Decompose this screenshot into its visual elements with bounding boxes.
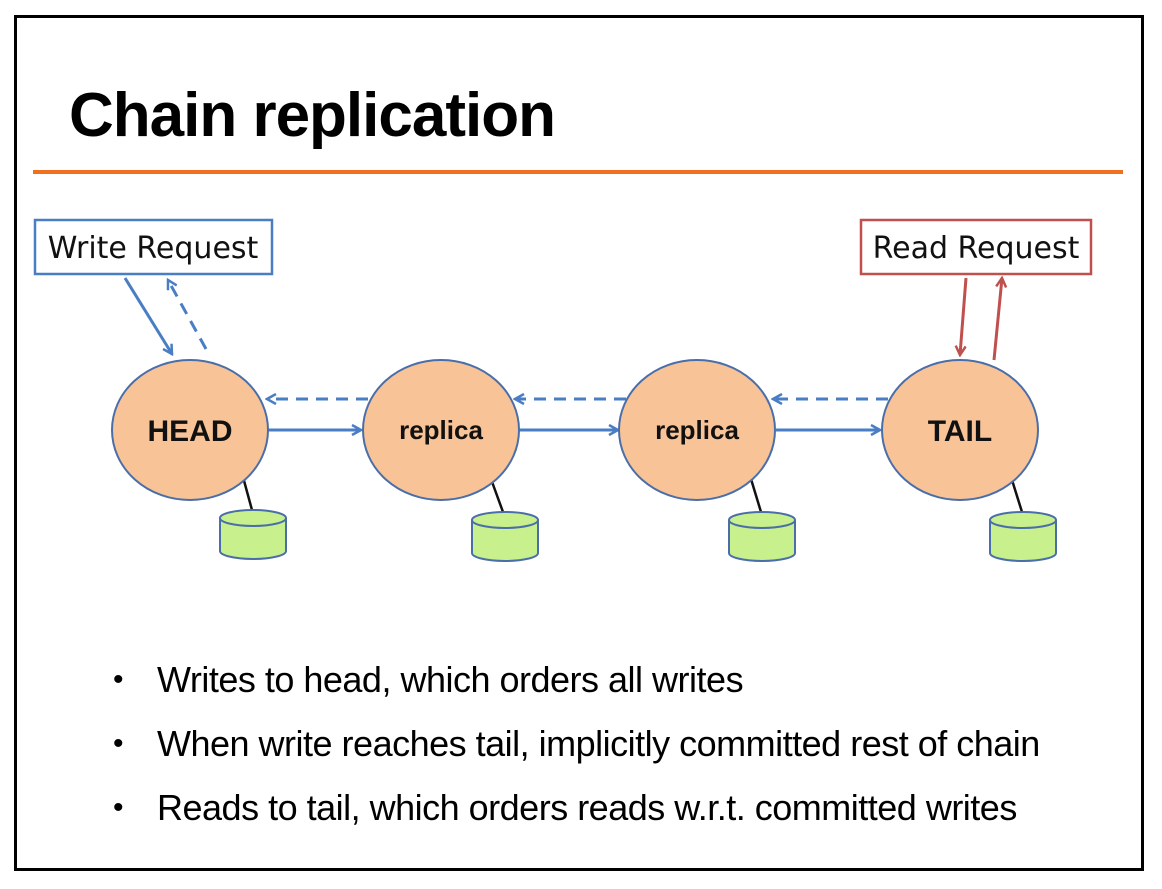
bullet-item: Reads to tail, which orders reads w.r.t.… xyxy=(113,776,1040,840)
database-icon xyxy=(471,511,539,562)
read-reply-arrow xyxy=(992,278,1002,361)
tail-node-label: TAIL xyxy=(928,415,992,448)
db-connector xyxy=(489,478,505,513)
replica-node-1: replica xyxy=(362,359,520,501)
read-request-arrow xyxy=(960,277,968,355)
database-icon xyxy=(219,509,287,560)
bullet-list: Writes to head, which orders all writes … xyxy=(113,648,1040,840)
write-request-box: Write Request xyxy=(33,218,274,276)
tail-node: TAIL xyxy=(881,359,1039,501)
bullet-item: When write reaches tail, implicitly comm… xyxy=(113,712,1040,776)
slide-title: Chain replication xyxy=(69,81,556,150)
replica-node-label: replica xyxy=(399,415,483,445)
head-node-label: HEAD xyxy=(147,415,232,448)
replica-node-label: replica xyxy=(655,415,739,445)
db-connector xyxy=(241,476,254,511)
write-ack-dashed-arrow xyxy=(166,280,208,350)
db-connector xyxy=(749,478,763,513)
read-request-label: Read Request xyxy=(873,231,1080,266)
title-underline xyxy=(33,170,1123,174)
head-node: HEAD xyxy=(111,359,269,501)
write-request-arrow xyxy=(123,277,172,354)
database-icon xyxy=(989,511,1057,562)
write-request-label: Write Request xyxy=(48,231,259,266)
replica-node-2: replica xyxy=(618,359,776,501)
db-connector xyxy=(1010,479,1024,513)
database-icon xyxy=(728,511,796,562)
read-request-box: Read Request xyxy=(859,218,1093,276)
bullet-item: Writes to head, which orders all writes xyxy=(113,648,1040,712)
